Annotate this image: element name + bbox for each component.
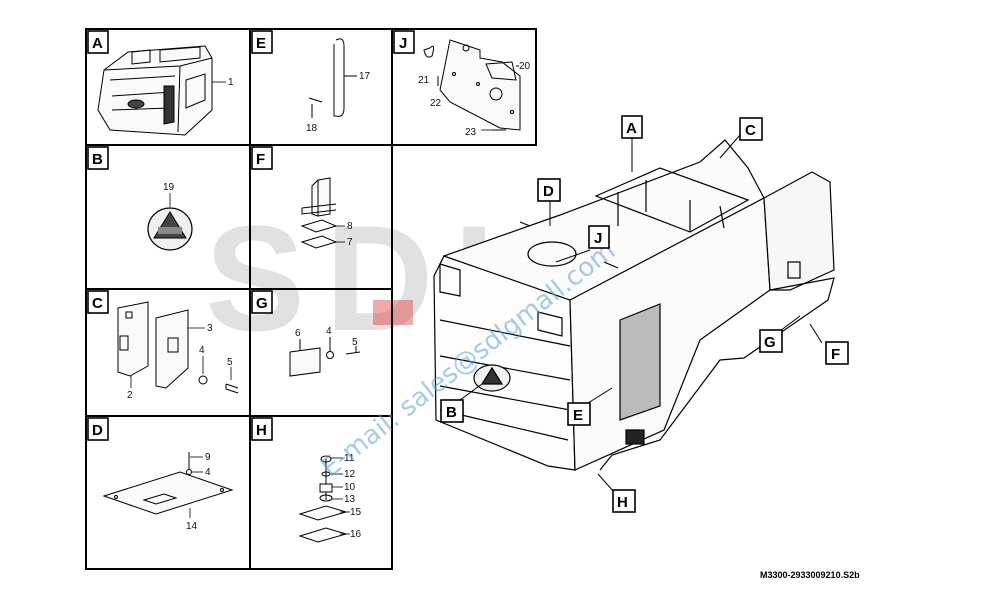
panel-j-plate: [423, 39, 521, 131]
main-label-b: B: [440, 399, 464, 423]
callouts-panel-e: 17 18: [306, 71, 371, 134]
main-label-f: F: [825, 341, 849, 365]
document-code: M3300-2933009210.S2b: [760, 570, 860, 580]
callout-label: 2: [127, 390, 133, 401]
panel-letter: H: [256, 422, 267, 439]
callout-label: 4: [205, 467, 211, 478]
panel-e-handle: [308, 38, 357, 118]
callout-label: 10: [344, 482, 356, 493]
main-label-text: A: [626, 120, 637, 137]
main-label-d: D: [537, 178, 561, 202]
callout-label: 3: [207, 323, 213, 334]
callout-label: 8: [347, 221, 353, 232]
callout-1: 1: [212, 77, 234, 88]
callouts-panel-f: 8 7: [334, 221, 353, 248]
callouts-panel-d: 9 4 14: [186, 452, 211, 532]
panel-letter: D: [92, 422, 103, 439]
callout-label: 13: [344, 494, 356, 505]
callout-label: 1: [228, 77, 234, 88]
callout-label: 18: [306, 123, 318, 134]
callout-label: 15: [350, 507, 362, 518]
panel-a-hood: [97, 45, 213, 136]
callout-label: 14: [186, 521, 198, 532]
callout-label: 20: [519, 61, 531, 72]
panel-g-label: G: [251, 290, 273, 314]
callout-label: 21: [418, 75, 430, 86]
panel-letter: B: [92, 151, 103, 168]
main-label-text: B: [446, 404, 457, 421]
main-label-j: J: [588, 225, 610, 249]
callout-label: 19: [163, 182, 175, 193]
main-label-e: E: [567, 402, 591, 426]
panel-letter: J: [399, 35, 407, 52]
callout-label: 12: [344, 469, 356, 480]
panel-letter: C: [92, 295, 103, 312]
main-label-a: A: [621, 115, 643, 139]
panel-letter: A: [92, 35, 103, 52]
panel-e-label: E: [251, 30, 273, 54]
main-label-h: H: [612, 489, 636, 513]
callout-label: 4: [199, 345, 205, 356]
panel-grid: [85, 28, 537, 570]
main-label-c: C: [739, 117, 763, 141]
main-label-text: H: [617, 494, 628, 511]
main-label-text: C: [745, 122, 756, 139]
callouts-panel-j: 20 21 22 23: [418, 61, 531, 138]
panel-b-emblem: 19: [147, 182, 193, 251]
panel-letter: F: [256, 151, 265, 168]
callout-label: 7: [347, 237, 353, 248]
callouts-panel-c: 3 4 5 2: [127, 323, 233, 401]
callout-label: 17: [359, 71, 371, 82]
callout-label: 11: [344, 453, 355, 464]
callout-label: 6: [295, 328, 301, 339]
main-label-text: F: [831, 346, 840, 363]
callout-label: 5: [227, 357, 233, 368]
callout-label: 9: [205, 452, 211, 463]
callout-label: 5: [352, 337, 358, 348]
panel-h-label: H: [251, 417, 273, 441]
callout-label: 4: [326, 326, 332, 337]
callout-label: 23: [465, 127, 477, 138]
panel-a-label: A: [87, 30, 109, 54]
main-label-text: G: [764, 334, 776, 351]
panel-letter: G: [256, 295, 268, 312]
panel-f-label: F: [251, 146, 273, 170]
panel-letter: E: [256, 35, 266, 52]
panel-d-plate: [102, 452, 234, 515]
main-label-text: D: [543, 183, 554, 200]
main-label-text: J: [594, 230, 602, 247]
main-label-text: E: [573, 407, 583, 424]
panel-c-label: C: [87, 290, 109, 314]
panel-c-side-panels: [117, 301, 239, 394]
panel-d-label: D: [87, 417, 109, 441]
panel-j-label: J: [393, 30, 415, 54]
panel-b-label: B: [87, 146, 109, 170]
main-label-g: G: [759, 329, 783, 353]
callouts-panel-g: 6 4 5: [295, 326, 358, 348]
main-callout-labels: A C D J B E G F: [440, 115, 849, 513]
callout-label: 22: [430, 98, 442, 109]
callout-label: 16: [350, 529, 362, 540]
panel-g-plate: [289, 337, 361, 377]
main-hood-assembly: [433, 139, 835, 471]
callouts-panel-h: 11 12 10 13 15 16: [331, 453, 362, 540]
panel-letter-boxes: A E J B F C G D: [87, 30, 415, 441]
